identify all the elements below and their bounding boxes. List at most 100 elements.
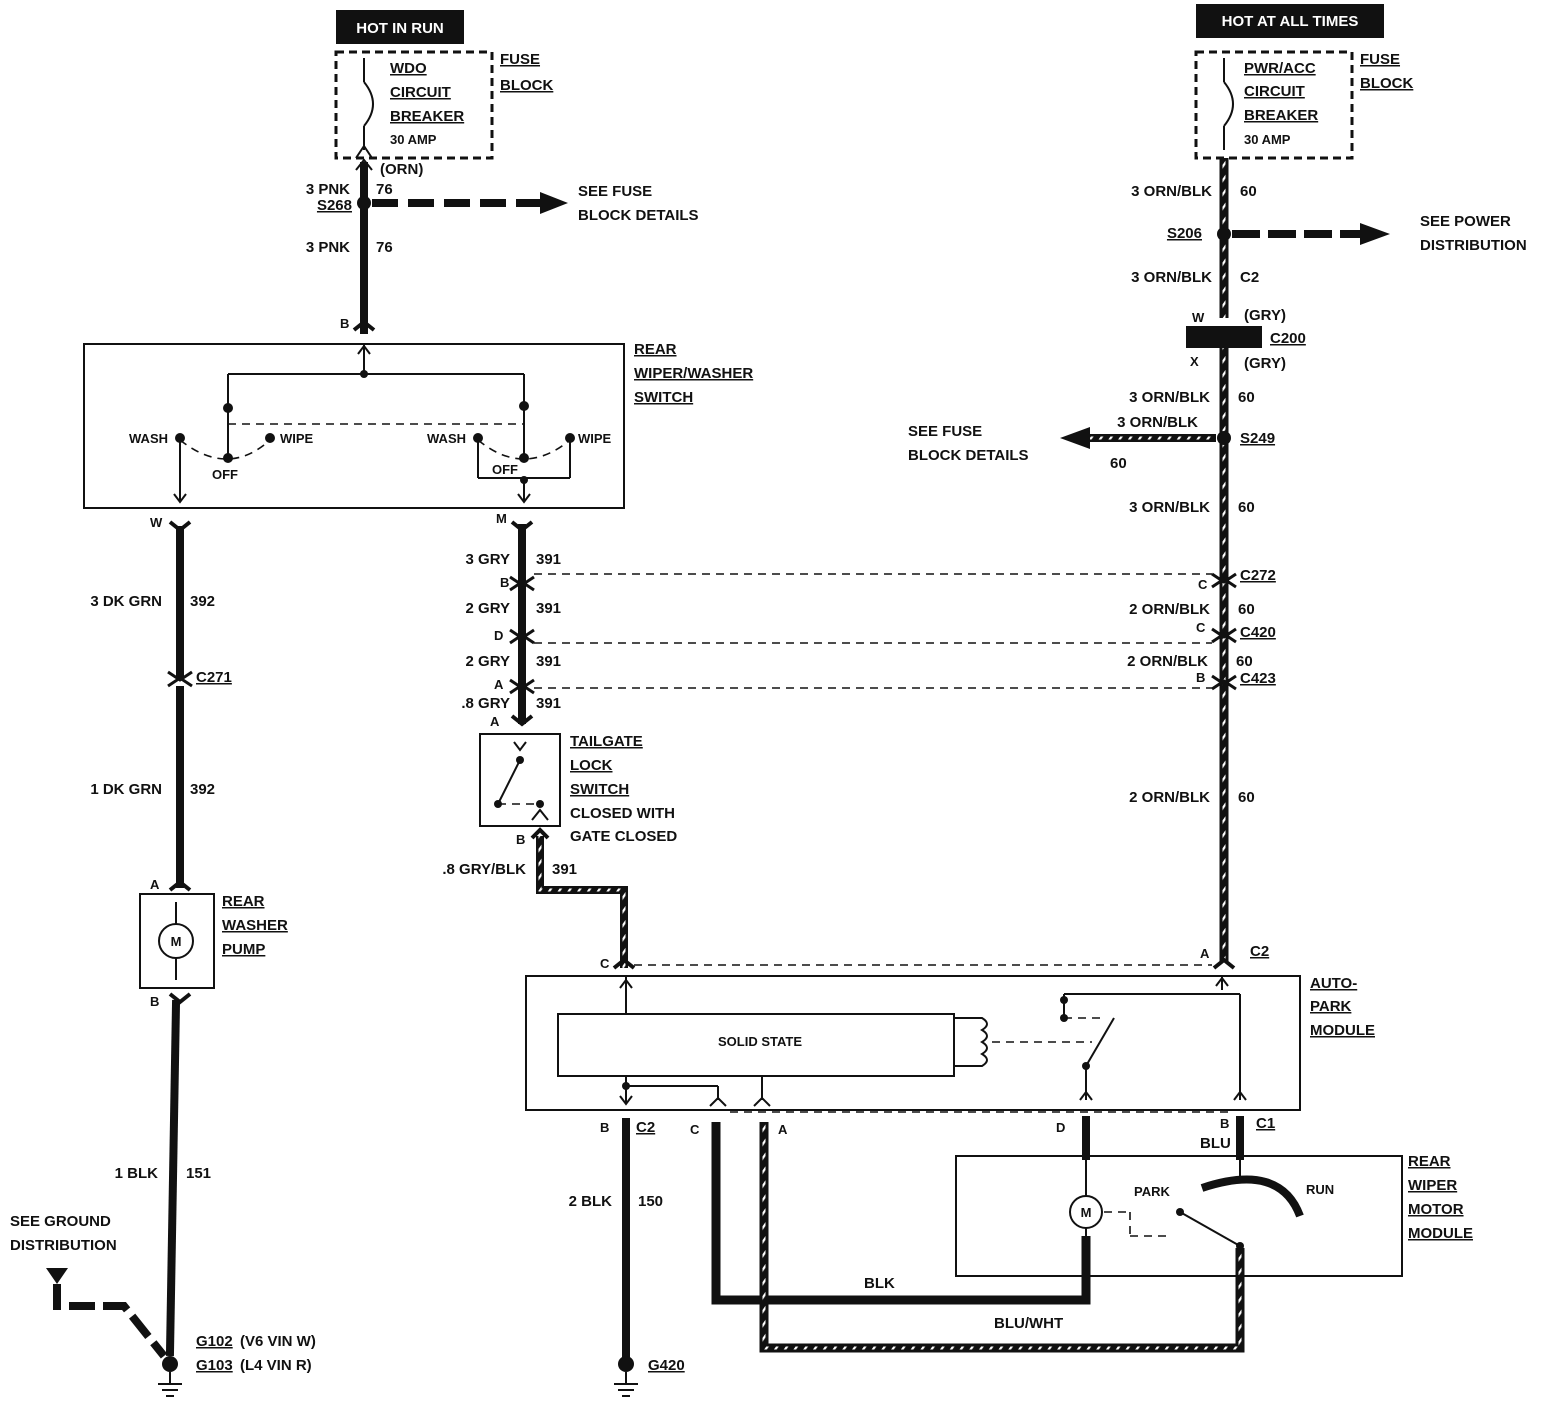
autopark-pin-a: A — [778, 1122, 788, 1137]
g102-ground-dot — [162, 1356, 178, 1372]
orn-blk-wire-label-2: 3 ORN/BLK — [1131, 269, 1212, 286]
washer-pump-motor-symbol — [158, 923, 194, 959]
hot-at-all-times-label: HOT AT ALL TIMES — [1222, 13, 1359, 30]
c272-pin: C — [1198, 577, 1208, 592]
orn-blk-wire-label-1: 3 ORN/BLK — [1131, 183, 1212, 200]
orn-blk-wire-label-5: 2 ORN/BLK — [1129, 601, 1210, 618]
motor-title-3: MOTOR — [1408, 1201, 1464, 1218]
pwr-acc-breaker-box — [1194, 50, 1354, 160]
c200-connector-block — [1186, 326, 1262, 348]
tailgate-lock-switch-box — [479, 733, 561, 827]
pin-b-connector — [352, 319, 376, 332]
pump-pin-b: B — [150, 994, 159, 1009]
blk-circuit-label-1: 151 — [186, 1165, 211, 1182]
s249-splice-dot — [1217, 431, 1231, 445]
dk-grn-wire-label-2: 1 DK GRN — [90, 781, 162, 798]
switch-pin-m: M — [496, 511, 507, 526]
orn-blk-wire-label-3b: 3 ORN/BLK — [1117, 414, 1198, 431]
tailgate-title-1: TAILGATE — [570, 733, 643, 750]
blu-label: BLU — [1200, 1135, 1231, 1152]
switch-pin-w: W — [150, 515, 163, 530]
see-power-arrowhead — [1360, 223, 1390, 245]
orn-label: (ORN) — [380, 161, 423, 178]
orn-blk-circuit-label-1: 60 — [1240, 183, 1257, 200]
switch-pin-b: B — [340, 316, 349, 331]
orn-blk-circuit-label-3b: 60 — [1110, 455, 1127, 472]
breaker-symbol-right — [1223, 58, 1234, 150]
orn-blk-wire-label-7: 2 ORN/BLK — [1129, 789, 1210, 806]
tailgate-pin-a: A — [490, 714, 500, 729]
gry-circuit-label-4: 391 — [536, 695, 561, 712]
g420-ground-symbol — [614, 1372, 638, 1397]
pnk-circuit-label-2: 76 — [376, 239, 393, 256]
pump-pin-a: A — [150, 877, 160, 892]
tailgate-title-4: CLOSED WITH — [570, 805, 675, 822]
blk-150-circuit-label: 150 — [638, 1193, 663, 1210]
c420-label: C420 — [1240, 624, 1276, 641]
orn-blk-circuit-label-4: 60 — [1238, 499, 1255, 516]
auto-park-module-box — [525, 975, 1301, 1111]
c272-label: C272 — [1240, 567, 1276, 584]
gry-blk-circuit-label: 391 — [552, 861, 577, 878]
pump-motor-m: M — [171, 934, 182, 949]
see-fuse-right-label-2: BLOCK DETAILS — [908, 447, 1029, 464]
see-ground-arrow — [46, 1268, 68, 1284]
wash-label-1: WASH — [129, 431, 168, 446]
solid-state-box — [557, 1013, 955, 1077]
autopark-c2-top-label: C2 — [1250, 943, 1269, 960]
pump-title-2: WASHER — [222, 917, 288, 934]
c200-gry-label-1: (GRY) — [1244, 307, 1286, 324]
orn-blk-circuit-label-3: 60 — [1238, 389, 1255, 406]
wdo-breaker-label: BREAKER — [390, 108, 464, 125]
gry-wire-label-4: .8 GRY — [461, 695, 510, 712]
tailgate-title-2: LOCK — [570, 757, 613, 774]
fuse-block-left-label-2: BLOCK — [500, 77, 553, 94]
pwr-acc-label: PWR/ACC — [1244, 60, 1316, 77]
s206-label: S206 — [1167, 225, 1202, 242]
see-ground-label-2: DISTRIBUTION — [10, 1237, 117, 1254]
autopark-title-2: PARK — [1310, 998, 1352, 1015]
pump-pin-a-connector — [168, 879, 192, 892]
wipe-label-1: WIPE — [280, 431, 314, 446]
autopark-pin-b: B — [600, 1120, 609, 1135]
gry-pin-d: D — [494, 628, 503, 643]
pump-title-3: PUMP — [222, 941, 265, 958]
gry-circuit-label-1: 391 — [536, 551, 561, 568]
c200-pin-x: X — [1190, 354, 1199, 369]
rear-wiper-washer-switch-box — [83, 343, 625, 509]
tailgate-title-3: SWITCH — [570, 781, 629, 798]
see-fuse-right-label-1: SEE FUSE — [908, 423, 982, 440]
see-ground-dashed-path — [53, 1284, 168, 1359]
rear-wiper-motor-module-box — [955, 1155, 1403, 1277]
park-label: PARK — [1134, 1184, 1170, 1199]
pnk-wire-label-2: 3 PNK — [306, 239, 350, 256]
g102-ground-symbol — [158, 1372, 182, 1397]
gry-pin-b: B — [500, 575, 509, 590]
hot-at-all-times-badge: HOT AT ALL TIMES — [1196, 4, 1384, 38]
autopark-c1-label: C1 — [1256, 1115, 1275, 1132]
fuse-connector-arrow — [355, 158, 373, 171]
see-power-label-2: DISTRIBUTION — [1420, 237, 1527, 254]
pwr-breaker-label: BREAKER — [1244, 107, 1318, 124]
g102-note: (V6 VIN W) — [240, 1333, 316, 1350]
tailgate-switch-symbol — [494, 741, 549, 821]
c423-label: C423 — [1240, 670, 1276, 687]
see-ground-label-1: SEE GROUND — [10, 1213, 111, 1230]
blk-wire-label-1: 1 BLK — [115, 1165, 159, 1182]
dk-grn-circuit-label-1: 392 — [190, 593, 215, 610]
gry-circuit-label-2: 391 — [536, 600, 561, 617]
autopark-title-1: AUTO- — [1310, 975, 1357, 992]
dk-grn-circuit-label-2: 392 — [190, 781, 215, 798]
switch-title-2: WIPER/WASHER — [634, 365, 753, 382]
orn-blk-circuit-label-6: 60 — [1236, 653, 1253, 670]
off-label-1: OFF — [212, 467, 238, 482]
s268-label: S268 — [317, 197, 352, 214]
orn-blk-circuit-label-2: C2 — [1240, 269, 1259, 286]
switch-title-3: SWITCH — [634, 389, 693, 406]
motor-title-2: WIPER — [1408, 1177, 1457, 1194]
autopark-pin-c-top: C — [600, 956, 610, 971]
blk-151-wire — [165, 999, 181, 1357]
autopark-internal-wiring — [619, 976, 1247, 1107]
c200-gry-label-2: (GRY) — [1244, 355, 1286, 372]
blk-loop-wire — [711, 1122, 1091, 1305]
